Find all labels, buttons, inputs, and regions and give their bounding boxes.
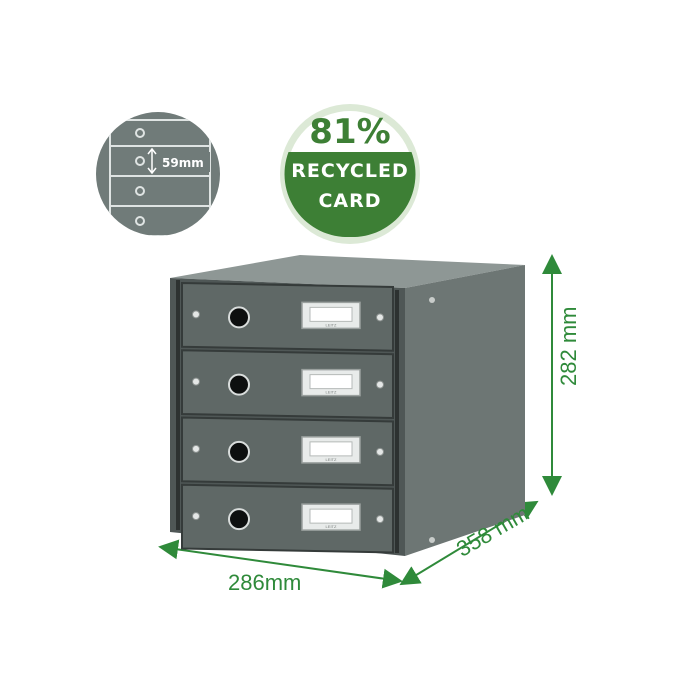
finger-hole-icon [228,508,250,531]
finger-hole-icon [228,306,250,329]
width-arrow [158,539,403,589]
label-holder-brand: LEITZ [326,390,337,395]
rivet-icon [376,380,384,389]
drawer-height-inset: 59mm [96,112,220,236]
rivet-icon [376,313,384,322]
drawer-3[interactable]: LEITZ [181,416,394,487]
finger-hole-icon [228,440,250,463]
drawer-stack: LEITZ LEITZ LEITZ LEITZ [181,281,394,554]
recycled-badge [280,104,420,244]
rivet-icon [192,377,200,386]
finger-hole-icon [228,373,250,396]
label-holder-brand: LEITZ [326,322,337,327]
rivet-icon [192,310,200,319]
rivet-icon [376,447,384,456]
badge-line1: RECYCLED [291,160,409,182]
drawer-4[interactable]: LEITZ [181,483,394,554]
label-holder-brand: LEITZ [326,457,337,462]
rivet-icon [376,515,384,524]
drawer-height-label: 59mm [162,156,204,170]
label-holder-brand: LEITZ [326,524,337,529]
rivet-icon [192,512,200,521]
drawer-1[interactable]: LEITZ [181,281,394,352]
inset-label-bg [160,152,210,172]
height-label: 282 mm [556,306,581,386]
drawer-2[interactable]: LEITZ [181,349,394,420]
badge-percent: 81% [309,112,391,152]
badge-line2: CARD [318,190,382,212]
rivet-icon [192,444,200,453]
width-label: 286mm [228,570,302,595]
